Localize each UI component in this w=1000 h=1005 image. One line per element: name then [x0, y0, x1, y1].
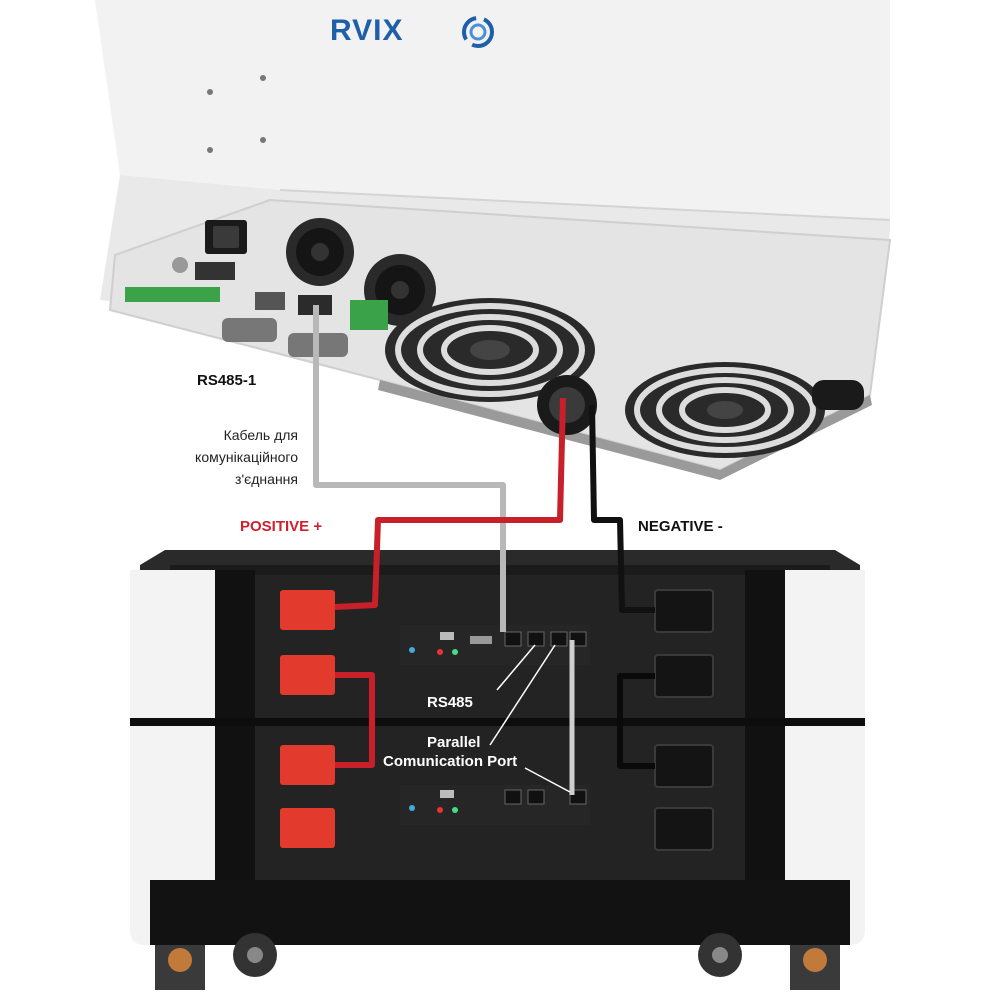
positive-terminal-3 — [280, 745, 335, 785]
screw — [260, 137, 266, 143]
negative-jumper — [617, 673, 655, 769]
side-connector — [812, 380, 864, 410]
cable-label-line2: комунікаційного — [195, 449, 298, 465]
inverter-unit: RVIX — [95, 0, 892, 480]
screw — [207, 89, 213, 95]
inverter-edge — [279, 189, 891, 221]
communication-cable — [313, 305, 506, 632]
battery-stack — [130, 550, 865, 990]
positive-terminal-2 — [280, 655, 335, 695]
rj45-port — [195, 262, 235, 280]
parallel-label-line2: Comunication Port — [383, 753, 517, 770]
negative-terminal-1 — [654, 589, 714, 633]
positive-terminal-4 — [280, 808, 335, 848]
wheel — [155, 933, 840, 990]
positive-label: POSITIVE + — [240, 518, 322, 535]
rocker-switch-icon — [205, 220, 247, 254]
module-divider — [130, 718, 865, 726]
negative-terminal-3 — [654, 744, 714, 788]
positive-cable — [334, 397, 566, 610]
left-side-cap — [130, 570, 215, 945]
ground-terminal — [172, 257, 188, 273]
db9-port — [222, 318, 277, 342]
parallel-pointer-line — [489, 644, 556, 746]
negative-cable — [589, 404, 655, 613]
parallel-label-line1: Parallel — [427, 734, 480, 751]
bms-panel-top — [400, 625, 590, 665]
right-side-cap — [785, 570, 865, 945]
cables — [313, 305, 655, 795]
rs485-1-label: RS485-1 — [197, 372, 256, 389]
screw — [207, 147, 213, 153]
fan-grille-icon — [625, 362, 825, 458]
inverter-top-face — [95, 0, 890, 220]
negative-terminal-4 — [654, 807, 714, 851]
circular-arrows-logo-icon — [462, 16, 494, 48]
rs485-label: RS485 — [427, 694, 473, 711]
parallel-pointer-line-2 — [524, 767, 571, 793]
terminal-block-small — [350, 300, 388, 330]
cable-label-line1: Кабель для — [224, 427, 298, 443]
negative-label: NEGATIVE - — [638, 518, 723, 535]
negative-terminal-2 — [654, 654, 714, 698]
cable-gland-1 — [286, 218, 354, 286]
usb-port — [255, 292, 285, 310]
screw — [260, 75, 266, 81]
positive-jumper — [335, 672, 375, 768]
terminal-block-green — [125, 287, 220, 302]
battery-base — [150, 880, 850, 945]
brand-name: RVIX — [330, 14, 403, 47]
cable-label-line3: з'єднання — [235, 471, 298, 487]
fan-grille-icon — [385, 298, 595, 402]
rs485-pointer-line — [496, 644, 536, 691]
bms-panel-bottom — [400, 785, 590, 825]
positive-terminal-1 — [280, 590, 335, 630]
battery-connector — [537, 375, 597, 435]
